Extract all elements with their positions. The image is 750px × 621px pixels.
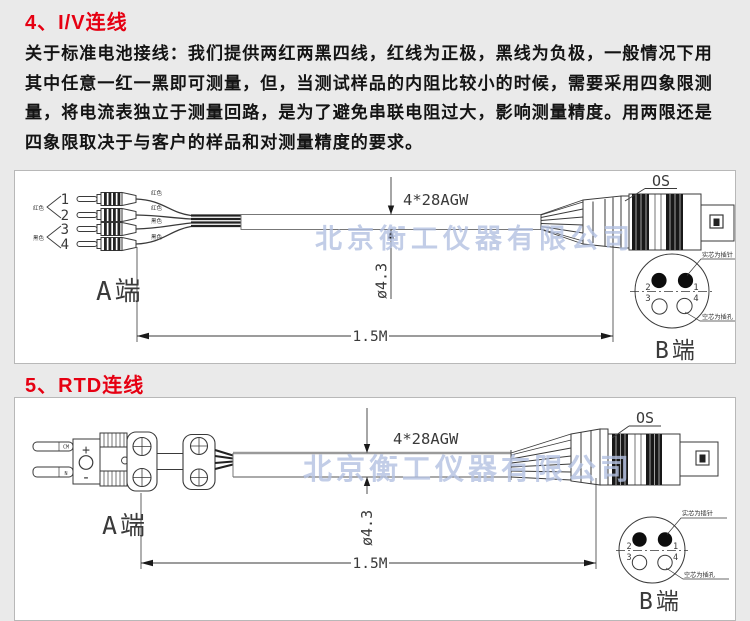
rtd-cable-drawing: CM N + - <box>32 408 729 615</box>
intro-line: 四象限取决于与客户的样品和对测量精度的要求。 <box>25 132 424 152</box>
cable-length-label: 1.5M <box>353 329 388 345</box>
section5-heading: 5、RTD连线 <box>25 375 145 397</box>
length-dimension <box>136 201 614 342</box>
b-end-pinout: 2 1 3 4 实芯为插针 空芯为插孔 <box>616 510 729 584</box>
pin-number: 2 <box>645 283 650 293</box>
pin-hollow <box>631 554 648 571</box>
pin-solid <box>632 532 647 547</box>
wire-label: 黑色 <box>151 217 163 225</box>
intro-line: 关于标准电池接线：我们提供两红两黑四线，红线为正极，黑线为负极，一般情况下用 <box>25 44 713 63</box>
b-end-pinout: 2 1 3 4 实芯为插针 空芯为插孔 <box>630 251 735 329</box>
os-leader <box>624 188 646 202</box>
intro-line: 量，将电流表独立于测量回路，是为了避免串联电阻过大，影响测量精度。用两限还是 <box>25 103 713 122</box>
pin-solid <box>657 532 673 547</box>
a-end-label: A端 <box>102 511 148 540</box>
pin-number: 3 <box>626 553 631 563</box>
wire-fan <box>510 433 572 481</box>
a-end-label: A端 <box>96 277 144 307</box>
cable-jacket <box>232 451 511 478</box>
pin-number: 4 <box>673 553 678 563</box>
pin-number: 1 <box>673 542 678 552</box>
plug-mark-n: N <box>64 471 67 477</box>
pin-note-hollow: 空芯为插孔 <box>684 571 715 579</box>
os-connector <box>570 428 719 486</box>
banana-plug <box>76 221 137 237</box>
banana-plug <box>76 236 137 252</box>
connector-model-label: OS <box>636 409 654 427</box>
cable-length-label: 1.5M <box>353 556 388 572</box>
section4-heading: 4、I/V连线 <box>25 12 128 34</box>
watermark-text: 北京衡工仪器有限公司 <box>315 223 635 254</box>
pair-label-black: 黑色 <box>33 234 45 242</box>
plug-number-4: 4 <box>61 237 69 253</box>
os-connector <box>582 193 735 251</box>
pair-bracket <box>46 195 62 219</box>
pin-number: 2 <box>626 542 631 552</box>
plug-mark-minus: - <box>81 468 90 486</box>
pin-hollow <box>657 554 673 571</box>
wire-label: 红色 <box>151 189 163 197</box>
banana-plugs <box>76 191 137 252</box>
iv-cable-drawing: 1 2 3 4 红色 黑色 红色 红色 黑色 黑色 <box>33 172 735 363</box>
pin-number: 4 <box>693 294 698 304</box>
cable-diameter-label: ø4.3 <box>358 510 376 546</box>
wire-label: 黑色 <box>151 233 163 241</box>
intro-paragraph: 关于标准电池接线：我们提供两红两黑四线，红线为正极，黑线为负极，一般情况下用 其… <box>25 39 713 157</box>
pin-hollow <box>651 298 668 315</box>
wires <box>135 198 192 245</box>
wire-bundle <box>191 214 241 228</box>
length-dimension <box>140 478 597 569</box>
plug-mark-plus: + <box>82 443 90 458</box>
banana-plug <box>76 191 137 207</box>
pin-number: 3 <box>645 294 650 304</box>
pair-bracket <box>46 225 62 249</box>
os-leader <box>611 425 630 439</box>
pin-note-solid: 实芯为插针 <box>682 510 713 518</box>
diameter-dimension <box>363 408 371 494</box>
plug-mark-cm: CM <box>63 445 69 451</box>
plug-number-3: 3 <box>61 222 69 238</box>
wire-fan <box>540 199 584 245</box>
pin-note-hollow: 空芯为插孔 <box>702 313 733 321</box>
pin-hollow <box>676 297 693 315</box>
cable-diameter-label: ø4.3 <box>373 263 391 299</box>
pin-solid <box>677 272 694 289</box>
rtd-plug <box>32 431 216 492</box>
pin-note-solid: 实芯为插针 <box>702 251 733 259</box>
watermark-text: 北京衡工仪器有限公司 <box>303 452 633 486</box>
pair-label-red: 红色 <box>33 204 45 212</box>
connector-model-label: OS <box>652 172 670 190</box>
diameter-dimension <box>387 177 395 299</box>
plug-number-1: 1 <box>61 192 69 208</box>
iv-diagram-panel: 1 2 3 4 红色 黑色 红色 红色 黑色 黑色 <box>14 170 736 364</box>
intro-line: 其中任意一红一黑即可测量，但，当测试样品的内阻比较小的时候，需要采用四象限测 <box>25 73 713 93</box>
pin-solid <box>651 272 667 289</box>
wire-label: 红色 <box>151 204 163 212</box>
wire-spec-label: 4*28AGW <box>393 430 459 448</box>
banana-plug <box>76 207 137 223</box>
b-end-label: B端 <box>655 338 698 363</box>
pin-number: 1 <box>693 283 698 293</box>
wire-spec-label: 4*28AGW <box>403 191 469 209</box>
wire-bundle <box>214 449 234 470</box>
b-end-label: B端 <box>639 589 682 615</box>
plug-number-2: 2 <box>61 208 69 224</box>
rtd-diagram-panel: CM N + - <box>14 397 736 621</box>
